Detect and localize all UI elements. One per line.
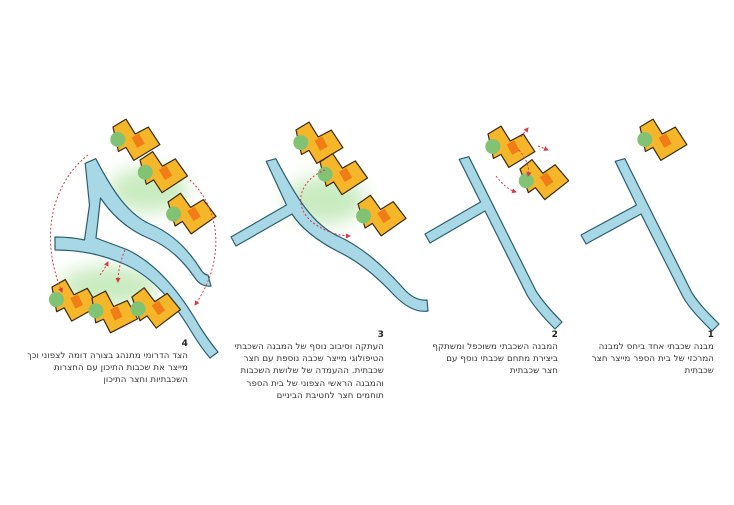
caption-line: חצר שכבתית <box>509 366 558 377</box>
step-number: 3 <box>377 330 384 340</box>
building-cluster <box>634 114 690 164</box>
caption-line: שכבתית. ההעמדה של שלושת השכבות <box>240 366 384 377</box>
caption-4: 4 הצד הדרומי מתנהג בצורה דומה לצפוני וכך… <box>16 339 188 387</box>
caption-line: המבנה השכבתי משוכפל ומשתקף <box>432 342 558 352</box>
mirror-arrow <box>520 127 529 138</box>
rotation-arrow <box>300 169 351 239</box>
step-number: 2 <box>551 330 558 340</box>
caption-line: ביצירת מתחם שכבתי נוסף עם <box>446 354 558 365</box>
circulation-arrow <box>115 249 126 283</box>
panel-1-diagram <box>580 114 720 332</box>
mirror-arrow <box>537 145 549 151</box>
caption-2: 2 המבנה השכבתי משוכפל ומשתקף ביצירת מתחם… <box>404 330 558 378</box>
caption-3: 3 העתקה וסיבוב נוסף של המבנה השכבתי הטיפ… <box>222 330 384 402</box>
road <box>580 158 720 332</box>
panel-4-diagram <box>46 114 220 359</box>
caption-line: השכבתיות וחצר התיכון <box>103 375 188 386</box>
caption-line: מבנה שכבתי אחד ביחס למבנה <box>598 342 714 352</box>
circulation-arrow <box>50 154 89 293</box>
caption-line: והמבנה הראשי הצפוני של בית הספר <box>246 378 384 389</box>
circulation-arrow <box>189 179 217 306</box>
caption-1: 1 מבנה שכבתי אחד ביחס למבנה המרכזי של בי… <box>560 330 714 378</box>
step-number: 1 <box>707 330 714 340</box>
mirror-arrow <box>495 175 517 194</box>
mirror-arrow <box>518 149 532 177</box>
caption-line: המרכזי של בית הספר מייצר חצר <box>591 354 714 365</box>
caption-line: הטיפולוגי מייצר שכבה נוספת עם חצר <box>243 354 384 365</box>
step-number: 4 <box>181 339 188 349</box>
caption-line: הצד הדרומי מתנהג בצורה דומה לצפוני וכך <box>27 351 188 361</box>
panel-2-diagram <box>424 121 573 330</box>
caption-line: תוחמים חצר לחטיבת הביניים <box>276 390 384 401</box>
caption-line: שכבתית <box>684 366 714 377</box>
building-cluster-mirrored <box>513 151 573 206</box>
circulation-arrow <box>99 261 109 276</box>
caption-line: מייצר את שכבות התיכון עם החצרות <box>53 363 188 374</box>
caption-line: העתקה וסיבוב נוסף של המבנה השכבתי <box>234 342 384 352</box>
panel-3-diagram <box>230 117 429 312</box>
road <box>424 156 563 330</box>
